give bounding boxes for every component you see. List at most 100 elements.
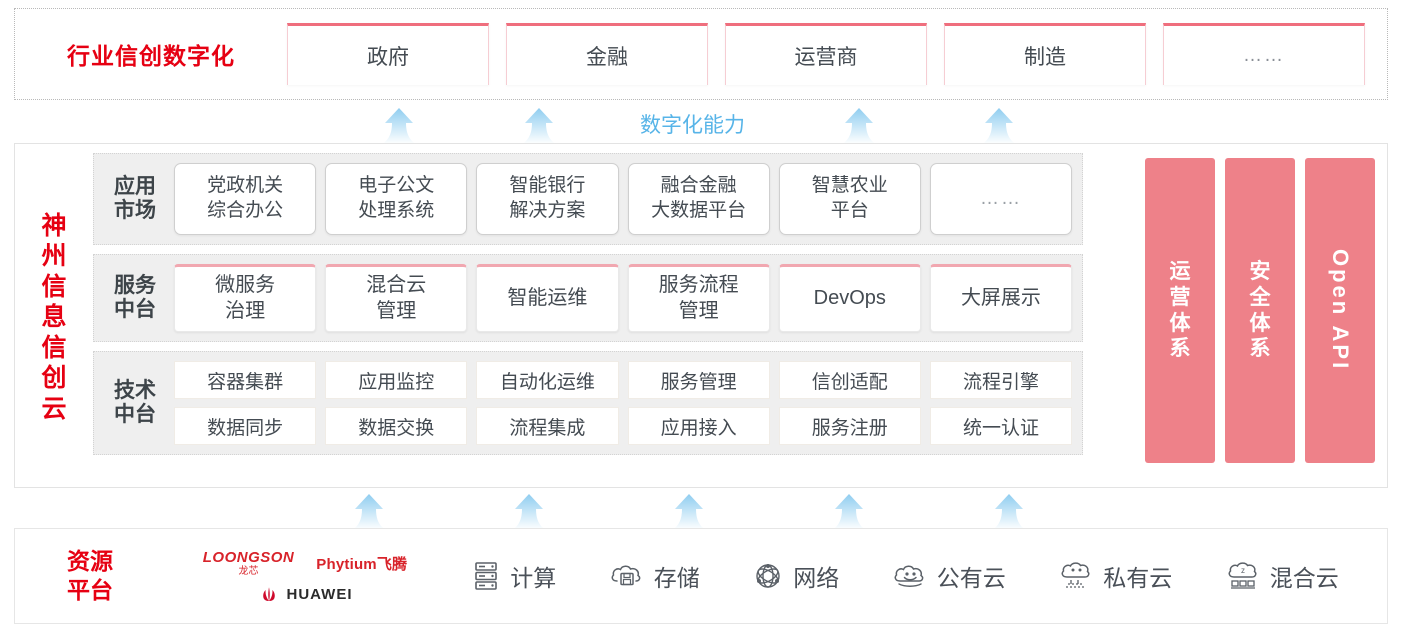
application-market-cells: 党政机关 综合办公 电子公文 处理系统 智能银行 — [166, 163, 1073, 235]
resource-item-compute[interactable]: 计算 — [471, 559, 556, 593]
layer-label-line: 中台 — [114, 403, 156, 426]
industry-card-more[interactable]: …… — [1163, 23, 1365, 85]
tech-cell-service-registry[interactable]: 服务注册 — [778, 407, 921, 445]
loongson-logo-en: LOONGSON — [202, 548, 295, 566]
resource-title-line: 资源 — [67, 548, 113, 575]
pillar-security-system[interactable]: 安 全 体 系 — [1225, 158, 1295, 463]
tech-cell-automated-ops[interactable]: 自动化运维 — [476, 361, 619, 399]
service-cell-service-process-management[interactable]: 服务流程 管理 — [627, 264, 770, 332]
layer-label-line: 技术 — [114, 379, 156, 403]
app-cell-party-government-office[interactable]: 党政机关 综合办公 — [174, 163, 317, 235]
cloud-platform-block: 神 州 信 息 信 创 云 应用 市场 党政机关 — [14, 143, 1388, 488]
tech-cell-service-management[interactable]: 服务管理 — [627, 361, 770, 399]
tech-row: 容器集群 应用监控 自动化运维 服务管理 信创适配 流程引擎 — [174, 361, 1073, 399]
service-cell-aiops[interactable]: 智能运维 — [476, 264, 619, 332]
resource-item-storage[interactable]: 存储 — [609, 559, 700, 593]
tech-cell-app-access[interactable]: 应用接入 — [627, 407, 770, 445]
up-arrow-icon — [978, 107, 1020, 145]
cloud-title-char: 息 — [41, 303, 67, 332]
industry-card-operator[interactable]: 运营商 — [725, 23, 927, 85]
tech-cell-process-engine[interactable]: 流程引擎 — [929, 361, 1073, 399]
industry-card-list: 政府 金融 运营商 制造 …… — [287, 23, 1387, 85]
cloud-storage-icon — [611, 565, 641, 586]
cell-line: 智能运维 — [507, 287, 588, 310]
app-cell-smart-agriculture-platform[interactable]: 智慧农业 平台 — [778, 163, 921, 235]
service-cell-microservice-governance[interactable]: 微服务 治理 — [174, 264, 317, 332]
layer-label-line: 服务 — [114, 274, 156, 298]
up-arrow-icon — [508, 493, 550, 531]
app-cell-fintech-bigdata-platform[interactable]: 融合金融 大数据平台 — [627, 163, 770, 235]
cell-line: 管理 — [376, 300, 417, 322]
pillar-char: 体 — [1169, 311, 1191, 335]
huawei-logo-text: HUAWEI — [286, 585, 353, 603]
cloud-title-char: 信 — [41, 272, 67, 301]
tech-cell-data-exchange[interactable]: 数据交换 — [325, 407, 468, 445]
layer-label-line: 中台 — [114, 298, 156, 321]
loongson-logo-cn: 龙芯 — [238, 565, 259, 577]
up-arrow-icon — [518, 107, 560, 145]
resource-item-label: 公有云 — [936, 565, 1006, 591]
server-icon — [475, 562, 498, 590]
resource-item-public-cloud[interactable]: 公有云 — [892, 559, 1006, 593]
pillar-open-api[interactable]: Open API — [1305, 158, 1375, 463]
phytium-logo: Phytium飞腾 — [316, 555, 408, 573]
network-icon — [756, 564, 780, 588]
svg-text:z: z — [1241, 566, 1245, 575]
cell-line: 微服务 — [215, 274, 276, 297]
pillar-open-api-label: Open API — [1328, 249, 1353, 372]
service-platform-cells: 微服务 治理 混合云 管理 智能运维 — [166, 264, 1073, 332]
resource-title-line: 平台 — [67, 577, 113, 603]
industry-card-government[interactable]: 政府 — [287, 23, 489, 85]
public-cloud-icon — [894, 565, 924, 587]
up-arrow-icon — [838, 107, 880, 145]
cell-line: 解决方案 — [509, 200, 586, 221]
pillar-char: 全 — [1249, 285, 1271, 309]
layer-service-middle-platform: 服务 中台 微服务 治理 混合云 管 — [93, 254, 1083, 342]
cell-line: 治理 — [225, 300, 266, 322]
huawei-flower-icon — [262, 587, 275, 602]
vendor-logo-row: LOONGSON 龙芯 Phytium飞腾 — [203, 550, 408, 577]
pillar-char: 运 — [1169, 260, 1191, 284]
layer-application-market: 应用 市场 党政机关 综合办公 电子公文 — [93, 153, 1083, 245]
tech-cell-app-monitoring[interactable]: 应用监控 — [325, 361, 468, 399]
industry-card-finance[interactable]: 金融 — [506, 23, 708, 85]
cell-line: 服务流程 — [658, 274, 739, 297]
tech-cell-unified-auth[interactable]: 统一认证 — [929, 407, 1073, 445]
resource-item-label: 网络 — [793, 565, 840, 591]
app-cell-more[interactable]: …… — [929, 163, 1073, 235]
industry-card-manufacturing[interactable]: 制造 — [944, 23, 1146, 85]
cell-line: 管理 — [678, 300, 719, 322]
tech-cell-process-integration[interactable]: 流程集成 — [476, 407, 619, 445]
app-cell-smart-bank-solution[interactable]: 智能银行 解决方案 — [476, 163, 619, 235]
app-cell-edoc-system[interactable]: 电子公文 处理系统 — [325, 163, 468, 235]
vendor-logo-list: LOONGSON 龙芯 Phytium飞腾 HUAWEI — [165, 550, 445, 603]
service-cell-devops[interactable]: DevOps — [778, 264, 921, 332]
service-cell-big-screen-display[interactable]: 大屏展示 — [929, 264, 1073, 332]
huawei-logo: HUAWEI — [258, 586, 353, 603]
cell-line: 融合金融 — [660, 175, 737, 197]
resource-item-private-cloud[interactable]: 私有云 — [1058, 559, 1172, 593]
up-arrow-icon — [828, 493, 870, 531]
cloud-title-char: 州 — [41, 242, 67, 271]
capability-label: 数字化能力 — [640, 114, 745, 137]
tech-cell-xinchuang-adaptation[interactable]: 信创适配 — [778, 361, 921, 399]
cell-line: 电子公文 — [358, 175, 435, 197]
up-arrow-icon — [378, 107, 420, 145]
cloud-layer-list: 应用 市场 党政机关 综合办公 电子公文 — [93, 153, 1083, 464]
cell-line: 大屏展示 — [960, 287, 1041, 310]
cell-line: 处理系统 — [358, 200, 435, 221]
up-arrow-icon — [348, 493, 390, 531]
layer-label-application-market: 应用 市场 — [104, 175, 166, 223]
resource-item-list: 计算 存储 — [445, 559, 1387, 593]
hybrid-cloud-icon: z — [1228, 562, 1257, 589]
service-cell-hybrid-cloud-management[interactable]: 混合云 管理 — [325, 264, 468, 332]
tech-cell-data-sync[interactable]: 数据同步 — [174, 407, 317, 445]
pillar-operations-system[interactable]: 运 营 体 系 — [1145, 158, 1215, 463]
resource-item-network[interactable]: 网络 — [752, 559, 839, 593]
tech-cell-container-cluster[interactable]: 容器集群 — [174, 361, 317, 399]
layer-tech-middle-platform: 技术 中台 容器集群 应用监控 自动化运维 服务管理 信创适配 流程引擎 — [93, 351, 1083, 455]
resource-item-hybrid-cloud[interactable]: z 混合云 — [1225, 559, 1339, 593]
private-cloud-icon — [1061, 562, 1090, 588]
resource-item-label: 私有云 — [1103, 565, 1173, 591]
cloud-title-char: 创 — [41, 364, 67, 393]
